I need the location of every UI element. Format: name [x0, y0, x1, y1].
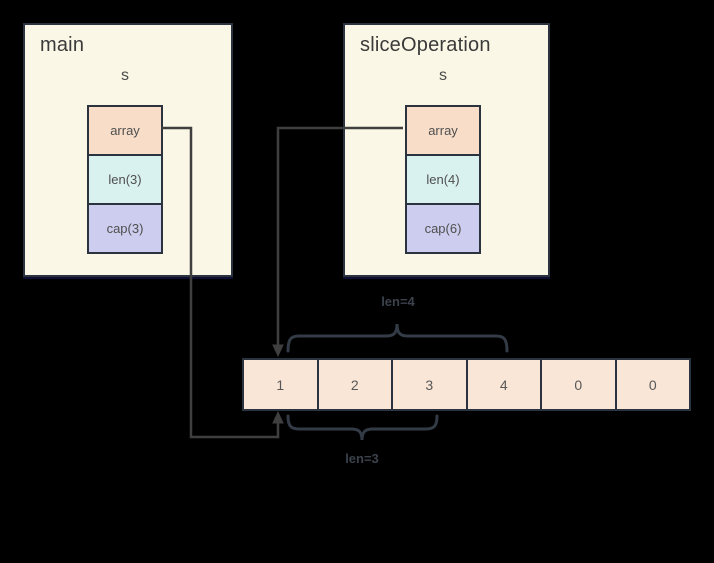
backing-array-cell: 0 — [614, 358, 691, 411]
field-len-main: len(3) — [87, 154, 163, 205]
backing-array-cell: 1 — [242, 358, 319, 411]
frame-title-main: main — [40, 34, 85, 56]
annotation-len-4: len=4 — [381, 294, 415, 309]
frame-title-sliceoperation: sliceOperation — [360, 34, 491, 56]
arrowhead-down-icon — [272, 344, 284, 357]
brace-bottom-len3 — [286, 414, 439, 441]
backing-array-cell: 3 — [391, 358, 468, 411]
field-array-sliceoperation: array — [405, 105, 481, 156]
stack-frame-sliceoperation: sliceOperation s array len(4) cap(6) — [343, 23, 550, 277]
stack-frame-main: main s array len(3) cap(3) — [23, 23, 233, 277]
field-cap-main: cap(3) — [87, 203, 163, 254]
variable-label-s-sliceoperation: s — [439, 67, 447, 84]
variable-label-s-main: s — [121, 67, 129, 84]
slice-struct-sliceoperation: array len(4) cap(6) — [405, 105, 481, 254]
backing-array: 1 2 3 4 0 0 — [242, 358, 691, 411]
backing-array-cell: 4 — [465, 358, 542, 411]
field-array-main: array — [87, 105, 163, 156]
brace-top-len4 — [286, 323, 509, 353]
annotation-len-3: len=3 — [345, 451, 379, 466]
field-len-sliceoperation: len(4) — [405, 154, 481, 205]
backing-array-cell: 2 — [316, 358, 393, 411]
arrowhead-up-icon — [272, 411, 284, 424]
field-cap-sliceoperation: cap(6) — [405, 203, 481, 254]
backing-array-cell: 0 — [540, 358, 617, 411]
slice-struct-main: array len(3) cap(3) — [87, 105, 163, 254]
